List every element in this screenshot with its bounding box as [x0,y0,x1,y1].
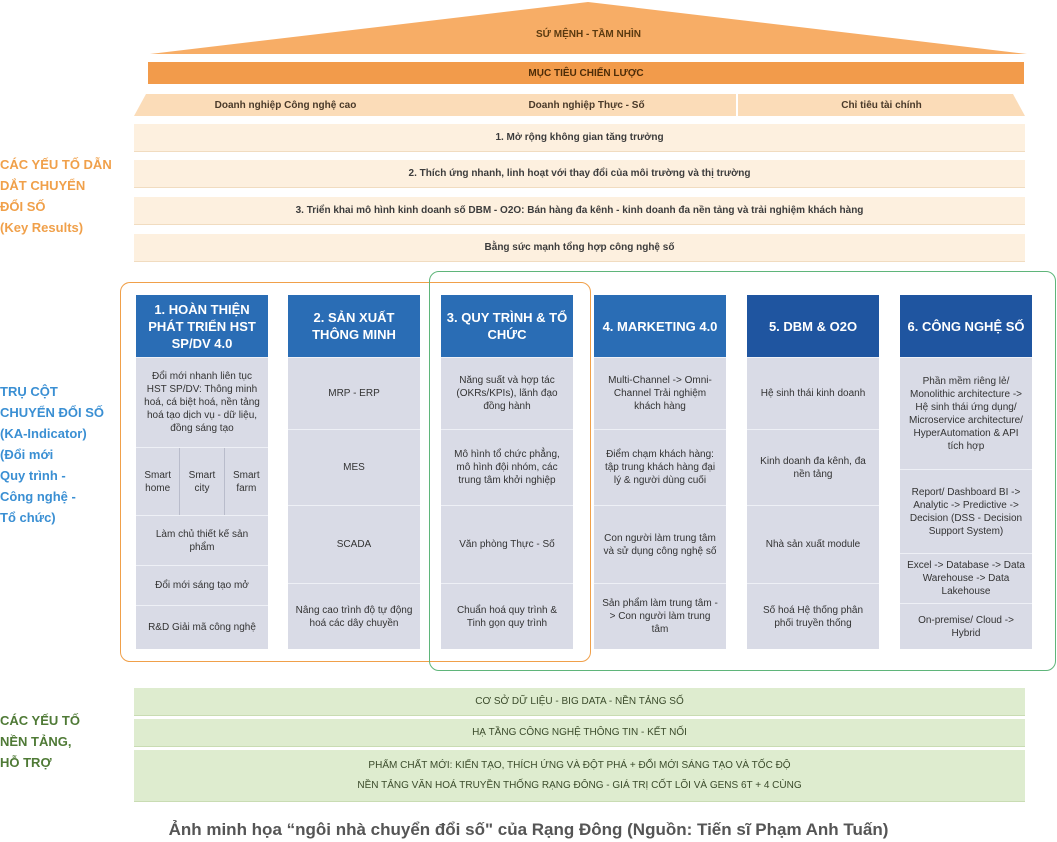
pillar-1-cell-5: R&D Giải mã công nghệ [136,605,268,649]
key-result-4: Bằng sức mạnh tổng hợp công nghệ số [134,234,1025,262]
smart-home-label: Smart home [136,448,181,515]
pillar-6-cell-4: On-premise/ Cloud -> Hybrid [900,603,1032,649]
pillar-1-title: 1. HOÀN THIỆN PHÁT TRIỂN HST SP/DV 4.0 [136,295,268,357]
pillar-5-title: 5. DBM & O2O [747,295,879,357]
pillar-6-cell-1: Phần mềm riêng lẻ/ Monolithic architectu… [900,357,1032,469]
pillar-6-title: 6. CÔNG NGHỆ SỐ [900,295,1032,357]
foundation-culture-block: PHẨM CHẤT MỚI: KIẾN TẠO, THÍCH ỨNG VÀ ĐỘ… [134,750,1025,802]
pillar-5-cell-2: Kinh doanh đa kênh, đa nền tảng [747,429,879,505]
pillars-side-label: TRỤ CỘT CHUYỂN ĐỔI SỐ (KA-Indicator) (Đổ… [0,384,105,525]
pillar-1-cell-4: Đổi mới sáng tạo mở [136,565,268,605]
pillar-5-cell-1: Hệ sinh thái kinh doanh [747,357,879,429]
pillar-3-cell-4: Chuẩn hoá quy trình & Tinh gọn quy trình [441,583,573,649]
key-result-2: 2. Thích ứng nhanh, linh hoạt với thay đ… [134,160,1025,188]
foundation-big-data: CƠ SỞ DỮ LIỆU - BIG DATA - NỀN TẢNG SỐ [134,688,1025,716]
foundation-new-qualities: PHẨM CHẤT MỚI: KIẾN TẠO, THÍCH ỨNG VÀ ĐỘ… [368,760,791,771]
pillar-2: 2. SẢN XUẤT THÔNG MINH MRP - ERP MES SCA… [288,295,420,649]
drivers-side-label: CÁC YẾU TỐ DẪN DẮT CHUYỂN ĐỔI SỐ (Key Re… [0,157,112,235]
pillar-3: 3. QUY TRÌNH & TỔ CHỨC Năng suất và hợp … [441,295,573,649]
smart-farm-label: Smart farm [232,469,260,494]
pillar-1-smart-row: Smart home Smart city Smart farm [136,447,268,515]
pillar-4: 4. MARKETING 4.0 Multi-Channel -> Omni-C… [594,295,726,649]
key-result-3: 3. Triển khai mô hình kinh doanh số DBM … [134,197,1025,225]
pillar-6-cell-3: Excel -> Database -> Data Warehouse -> D… [900,553,1032,603]
pillar-4-cell-2: Điểm chạm khách hàng: tập trung khách hà… [594,429,726,505]
foundation-it-infrastructure: HẠ TẦNG CÔNG NGHỆ THÔNG TIN - KẾT NỐI [134,719,1025,747]
mission-vision-label: SỨ MỆNH - TẦM NHÌN [536,28,641,40]
pillar-4-cell-1: Multi-Channel -> Omni-Channel Trải nghiệ… [594,357,726,429]
foundation-side-label: CÁC YẾU TỐ NỀN TẢNG, HỖ TRỢ [0,713,80,770]
pillar-6: 6. CÔNG NGHỆ SỐ Phần mềm riêng lẻ/ Monol… [900,295,1032,649]
pillar-4-cell-4: Sản phẩm làm trung tâm -> Con người làm … [594,583,726,649]
pillar-5: 5. DBM & O2O Hệ sinh thái kinh doanh Kin… [747,295,879,649]
foundation-culture: NỀN TẢNG VĂN HOÁ TRUYỀN THỐNG RẠNG ĐÔNG … [357,780,802,791]
pillar-3-cell-2: Mô hình tổ chức phẳng, mô hình đội nhóm,… [441,429,573,505]
pillar-2-cell-2: MES [288,429,420,505]
pillar-3-cell-1: Năng suất và hợp tác (OKRs/KPIs), lãnh đ… [441,357,573,429]
pillar-3-cell-3: Văn phòng Thực - Số [441,505,573,583]
orange-group-frame [120,282,591,662]
target-financial: Chỉ tiêu tài chính [738,94,1025,116]
pillar-2-cell-1: MRP - ERP [288,357,420,429]
pillar-4-title: 4. MARKETING 4.0 [594,295,726,357]
pillar-2-cell-4: Nâng cao trình độ tự động hoá các dây ch… [288,583,420,649]
pillar-6-cell-2: Report/ Dashboard BI -> Analytic -> Pred… [900,469,1032,553]
pillar-3-title: 3. QUY TRÌNH & TỔ CHỨC [441,295,573,357]
strategic-goal-bar: MỤC TIÊU CHIẾN LƯỢC [148,62,1024,84]
pillar-5-cell-3: Nhà sản xuất module [747,505,879,583]
pillar-5-cell-4: Số hoá Hệ thống phân phối truyền thống [747,583,879,649]
green-group-frame [429,271,1056,671]
pillar-2-cell-3: SCADA [288,505,420,583]
pillar-1-cell-3: Làm chủ thiết kế sản phẩm [136,515,268,565]
target-real-digital: Doanh nghiệp Thực - Số [437,94,736,116]
roof-shape [150,2,1027,54]
key-result-1: 1. Mở rộng không gian tăng trưởng [134,124,1025,152]
target-high-tech: Doanh nghiệp Công nghệ cao [134,94,437,116]
pillar-4-cell-3: Con người làm trung tâm và sử dụng công … [594,505,726,583]
pillar-1: 1. HOÀN THIỆN PHÁT TRIỂN HST SP/DV 4.0 Đ… [136,295,268,649]
image-caption: Ảnh minh họa “ngôi nhà chuyển đổi số" củ… [168,820,889,839]
pillar-1-cell-1: Đổi mới nhanh liên tục HST SP/DV: Thông … [136,357,268,447]
pillar-2-title: 2. SẢN XUẤT THÔNG MINH [288,295,420,357]
smart-city-label: Smart city [180,448,225,515]
